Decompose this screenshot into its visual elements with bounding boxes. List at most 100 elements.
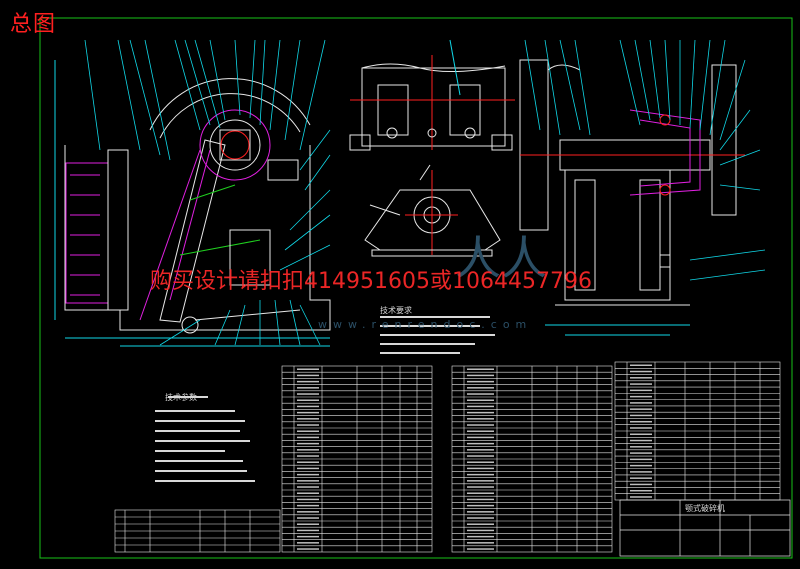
parts-grid-text-mark	[630, 489, 652, 492]
parts-grid-text-mark	[467, 387, 494, 389]
parts-grid-text-mark	[630, 389, 652, 392]
parts-grid-text-mark	[467, 529, 494, 532]
parts-grid-text-mark	[297, 498, 319, 501]
parts-grid-text-mark	[630, 464, 652, 467]
parts-grid-text-mark	[297, 368, 319, 370]
parts-grid-text-mark	[467, 535, 494, 538]
parts-grid-text-mark	[630, 370, 652, 373]
title-block	[619, 499, 791, 557]
parts-grid-text-mark	[297, 535, 319, 538]
parts-grid-text-mark	[467, 405, 494, 408]
parts-grid-text-mark	[467, 504, 494, 507]
parts-grid-text-mark	[467, 473, 494, 476]
drawing-title-tag: 总图	[10, 12, 57, 37]
parts-grid-text-mark	[630, 446, 652, 448]
parts-grid-text-mark	[630, 408, 652, 410]
parts-grid-text-mark	[467, 467, 494, 470]
parts-grid-text-mark	[467, 461, 494, 463]
parts-grid-text-mark	[297, 436, 319, 439]
parts-grid-text-mark	[630, 420, 652, 423]
parts-grid-text-mark	[630, 377, 652, 379]
parts-grid-text-mark	[467, 542, 494, 544]
parts-grid-text-mark	[297, 442, 319, 445]
parts-grid-text-mark	[630, 471, 652, 473]
parts-grid-text-mark	[467, 486, 494, 488]
watermark-logo-glyph: 人人	[455, 231, 547, 285]
watermark-url: www.renrendoc.com	[318, 318, 533, 331]
parts-grid-text-mark	[297, 430, 319, 432]
parts-grid-text-mark	[467, 480, 494, 482]
parts-grid-text-mark	[297, 467, 319, 470]
parts-grid-text-mark	[297, 405, 319, 408]
parts-grid-text-mark	[467, 449, 494, 451]
parts-grid-text-mark	[467, 523, 494, 525]
parts-grid-text-mark	[630, 483, 652, 486]
parts-grid-text-mark	[630, 496, 652, 498]
parts-grid-text-mark	[630, 433, 652, 436]
title-block-name: 颚式破碎机	[685, 504, 725, 513]
parts-grid-text-mark	[467, 442, 494, 445]
parts-grid-text-mark	[467, 393, 494, 395]
drawing-border	[39, 17, 793, 559]
front-section-view	[54, 39, 331, 347]
parts-grid-text-mark	[630, 452, 652, 454]
watermark-text: 购买设计请扣扣414951605或1064457796	[150, 269, 592, 294]
parts-grid-text-mark	[630, 383, 652, 385]
parts-grid-text-mark	[467, 399, 494, 401]
parts-grid-text-mark	[467, 424, 494, 426]
spec-table-heading: 技术参数	[165, 393, 197, 402]
revision-table	[114, 509, 281, 553]
parts-grid-text-mark	[297, 387, 319, 389]
top-view	[349, 39, 515, 151]
end-view	[364, 164, 501, 257]
spec-table	[155, 396, 255, 482]
parts-grid-text-mark	[630, 402, 652, 404]
parts-grid-text-mark	[467, 498, 494, 501]
parts-grid-text-mark	[630, 477, 652, 479]
parts-grid-text-mark	[467, 511, 494, 513]
parts-grid-text-mark	[467, 517, 494, 519]
parts-grid-text-mark	[467, 418, 494, 420]
parts-grid-text-mark	[297, 461, 319, 463]
parts-grid-text-mark	[467, 374, 494, 377]
parts-grid-text-mark	[297, 393, 319, 395]
parts-grid-text-mark	[630, 414, 652, 417]
parts-grid-text-mark	[630, 395, 652, 398]
parts-list-table	[281, 361, 781, 553]
parts-grid-text-mark	[297, 449, 319, 451]
parts-grid-text-mark	[297, 374, 319, 377]
parts-grid-text-mark	[297, 492, 319, 494]
parts-grid-text-mark	[297, 380, 319, 383]
parts-grid-text-mark	[297, 411, 319, 414]
parts-grid-text-mark	[297, 529, 319, 532]
parts-grid-text-mark	[467, 492, 494, 494]
parts-grid-text-mark	[467, 411, 494, 414]
parts-grid-text-mark	[467, 430, 494, 432]
parts-grid-text-mark	[297, 455, 319, 457]
parts-grid-text-mark	[467, 436, 494, 439]
parts-grid-text-mark	[297, 504, 319, 507]
parts-grid-text-mark	[630, 439, 652, 442]
parts-grid-text-mark	[467, 548, 494, 550]
parts-grid-text-mark	[297, 399, 319, 401]
parts-grid-text-mark	[297, 480, 319, 482]
parts-grid-text-mark	[297, 424, 319, 426]
side-section-view	[519, 39, 766, 336]
parts-grid-text-mark	[297, 517, 319, 519]
parts-grid-text-mark	[467, 368, 494, 370]
parts-grid-text-mark	[630, 364, 652, 367]
parts-grid-text-mark	[467, 455, 494, 457]
tech-requirements-block	[380, 316, 495, 354]
parts-grid-text-mark	[297, 486, 319, 488]
parts-grid-text-mark	[297, 523, 319, 525]
parts-grid-text-mark	[297, 542, 319, 544]
parts-grid-text-mark	[467, 380, 494, 383]
parts-grid-text-mark	[297, 418, 319, 420]
parts-grid-text-mark	[297, 548, 319, 550]
parts-grid-text-mark	[630, 458, 652, 461]
parts-grid-text-mark	[630, 427, 652, 429]
tech-requirements-heading: 技术要求	[380, 306, 412, 315]
parts-grid-text-mark	[297, 511, 319, 513]
